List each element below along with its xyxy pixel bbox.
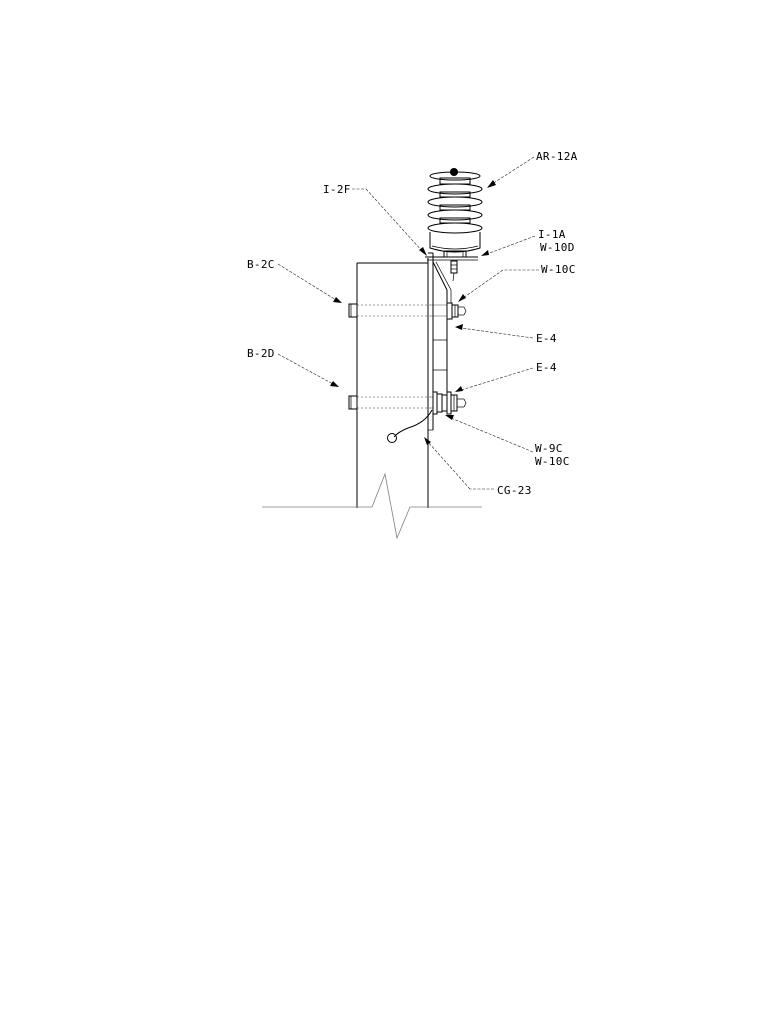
leader-i-1a [481, 235, 536, 256]
callout-ar-12a: AR-12A [536, 150, 578, 163]
mounting-bracket [425, 252, 478, 431]
callout-b-2d: B-2D [247, 347, 275, 360]
surge-arrester-icon [427, 168, 483, 258]
callout-w-10c-top: W-10C [541, 263, 576, 276]
leader-ar-12a [487, 156, 535, 188]
callout-w-10c-bottom: W-10C [535, 455, 570, 468]
ground-wire-icon [387, 409, 433, 443]
ground-line [262, 472, 482, 540]
upper-through-bolt [348, 302, 467, 320]
leader-i-2f [352, 188, 427, 256]
callout-e-4-top: E-4 [536, 332, 557, 345]
leader-b-2d [277, 353, 339, 387]
callout-w-10d: W-10D [540, 241, 575, 254]
callout-b-2c: B-2C [247, 258, 275, 271]
lower-through-bolt [348, 391, 467, 415]
callout-cg-23: CG-23 [497, 484, 532, 497]
leader-e-4-top [455, 324, 534, 339]
leader-e-4-bottom [455, 367, 534, 392]
leader-cg-23 [424, 437, 494, 490]
leader-w-10c-top [458, 269, 539, 302]
callout-i-1a: I-1A [538, 228, 566, 241]
callout-w-9c: W-9C [535, 442, 563, 455]
pole [356, 258, 429, 508]
callout-i-2f: I-2F [323, 183, 351, 196]
leader-b-2c [277, 263, 342, 303]
callout-e-4-bottom: E-4 [536, 361, 557, 374]
arrester-lead [450, 260, 458, 282]
leader-w-9c [445, 415, 534, 453]
